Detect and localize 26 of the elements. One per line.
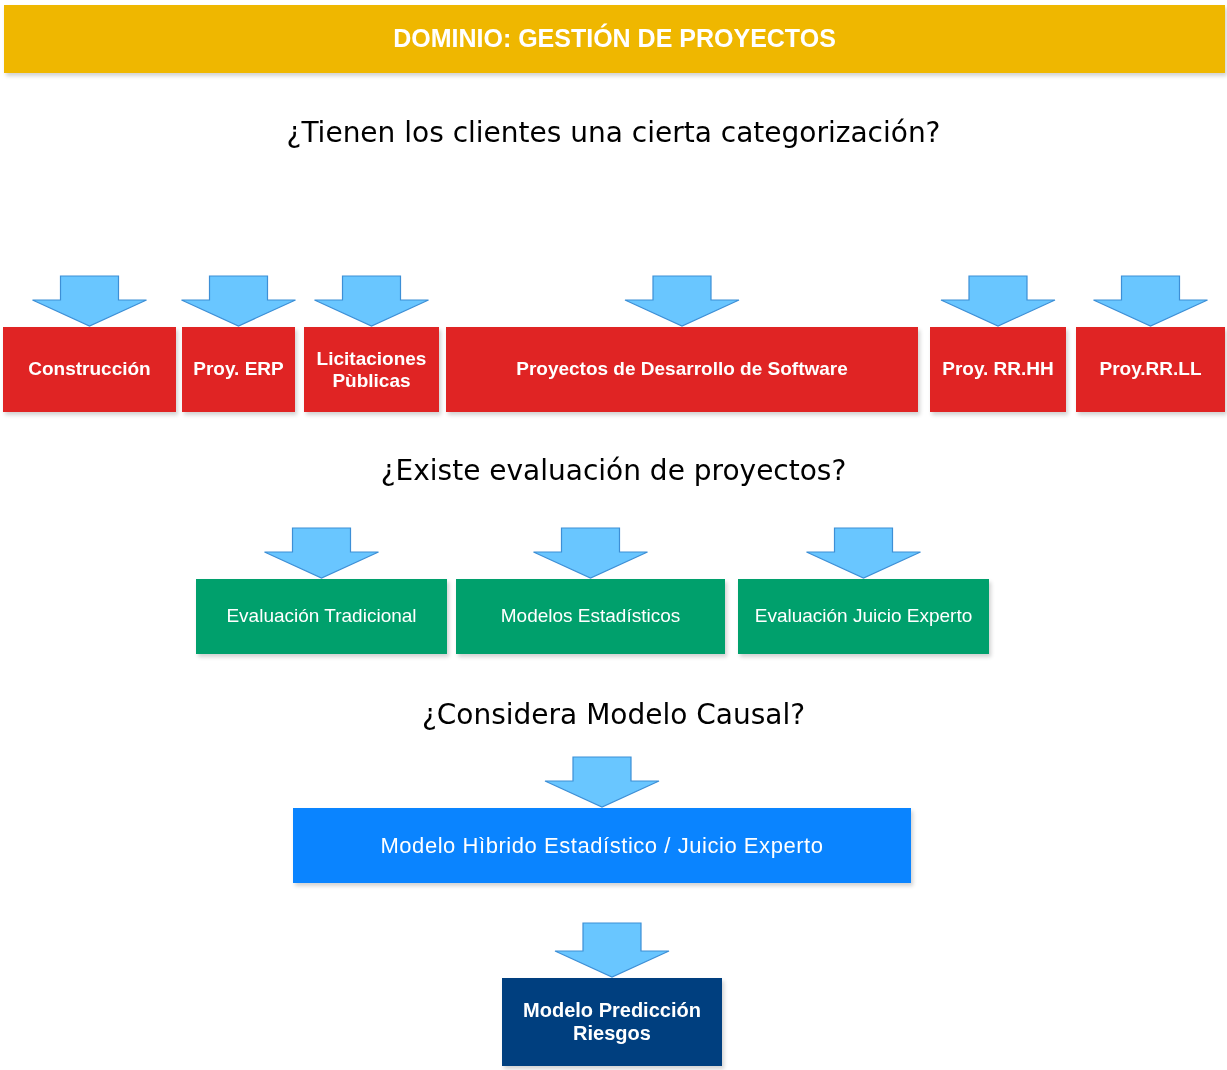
question-text: ¿Existe evaluación de proyectos? bbox=[379, 453, 848, 489]
block-arrow bbox=[940, 275, 1056, 327]
block-arrow bbox=[1092, 275, 1209, 327]
category-box: Licitaciones Pùblicas bbox=[304, 327, 439, 412]
category-box: Proy. ERP bbox=[182, 327, 295, 412]
category-box: Proy. RR.HH bbox=[930, 327, 1066, 412]
category-box: Proyectos de Desarrollo de Software bbox=[446, 327, 918, 412]
block-arrow bbox=[532, 527, 649, 579]
block-arrow bbox=[554, 922, 670, 978]
category-box: Proy.RR.LL bbox=[1076, 327, 1225, 412]
question-text: ¿Considera Modelo Causal? bbox=[420, 697, 807, 733]
block-arrow bbox=[313, 275, 430, 327]
evaluation-box: Evaluación Juicio Experto bbox=[738, 579, 989, 654]
category-box: Construcción bbox=[3, 327, 176, 412]
block-arrow bbox=[31, 275, 148, 327]
question-text: ¿Tienen los clientes una cierta categorización? bbox=[285, 115, 942, 151]
block-arrow bbox=[544, 756, 660, 808]
block-arrow bbox=[263, 527, 380, 579]
evaluation-box: Evaluación Tradicional bbox=[196, 579, 447, 654]
block-arrow bbox=[805, 527, 922, 579]
evaluation-box: Modelos Estadísticos bbox=[456, 579, 725, 654]
model-box: Modelo Hìbrido Estadístico / Juicio Experto bbox=[293, 808, 911, 883]
title-banner: DOMINIO: GESTIÓN DE PROYECTOS bbox=[4, 5, 1225, 73]
block-arrow bbox=[624, 275, 740, 327]
block-arrow bbox=[180, 275, 297, 327]
prediction-box: Modelo Predicción Riesgos bbox=[502, 978, 722, 1066]
